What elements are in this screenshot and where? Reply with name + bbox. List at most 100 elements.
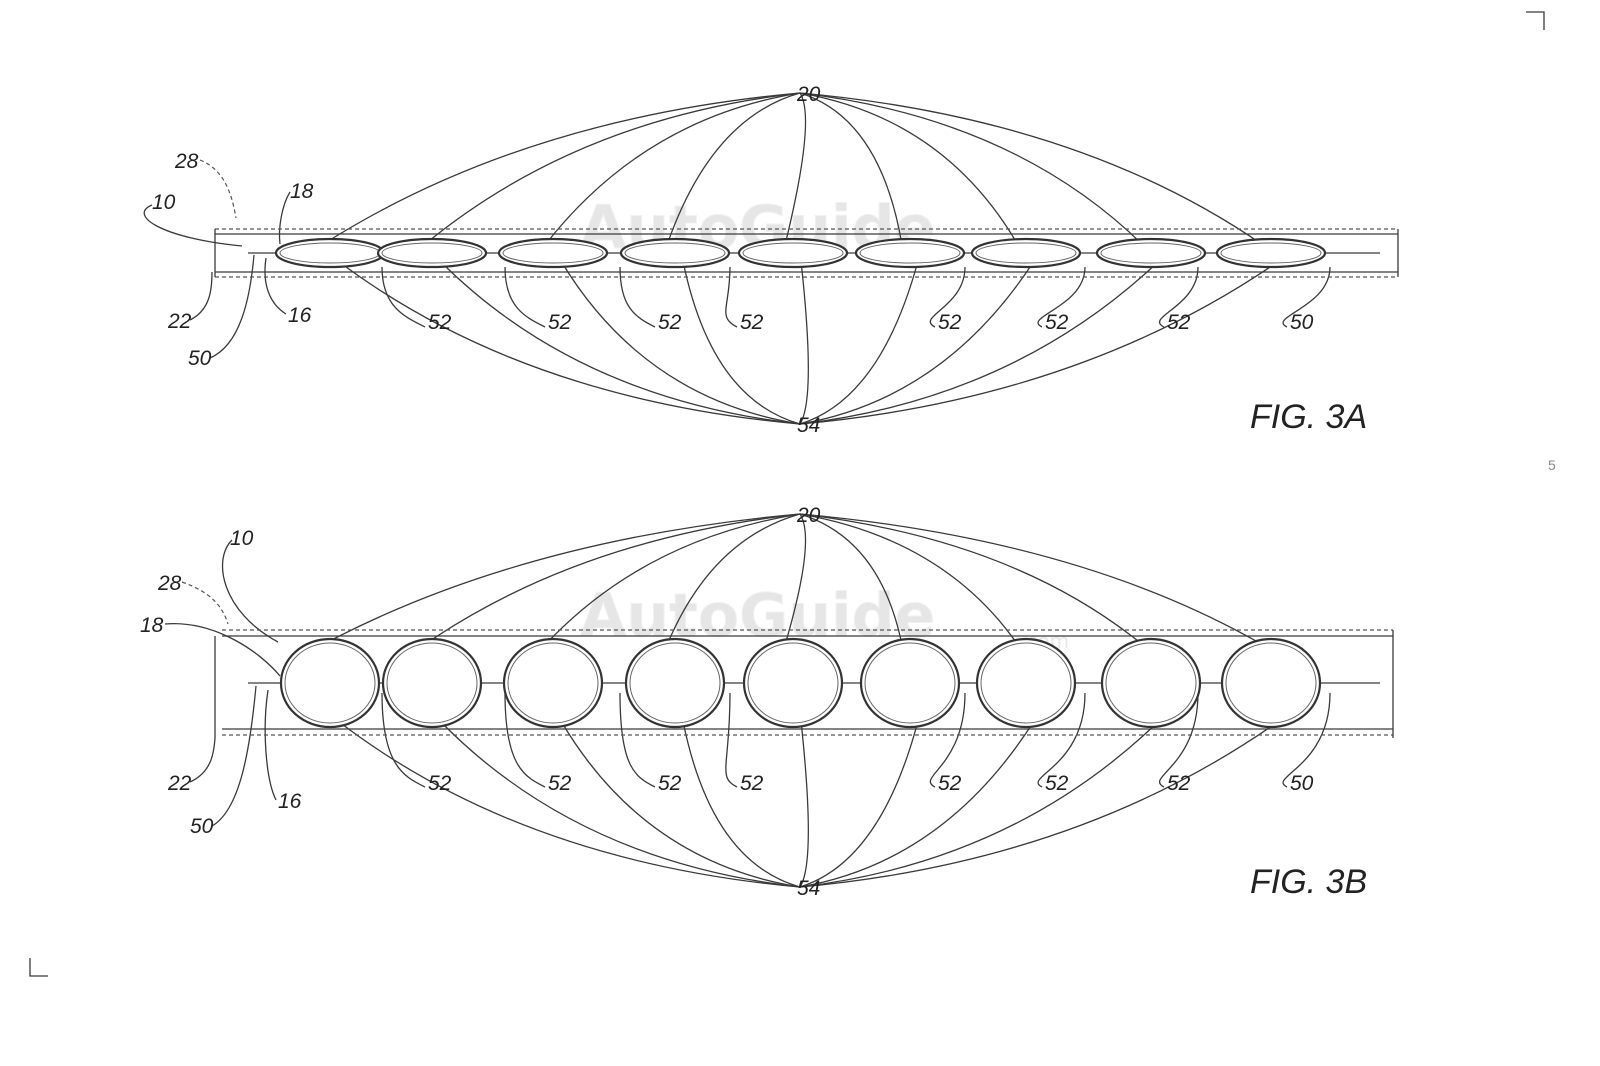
fig3a-ref-18: 18	[290, 180, 314, 203]
fig3b-ref-52: 52	[428, 772, 452, 795]
corner-mark-top-right	[1526, 11, 1545, 30]
fig3b-cell	[381, 637, 483, 729]
fig3b-cell-inner	[747, 642, 839, 724]
leader-18	[164, 623, 281, 677]
fig3a-layer-band	[214, 228, 1399, 278]
ref-leader	[1158, 692, 1199, 788]
ref-leader	[1037, 692, 1086, 788]
fig3a-ref-22: 22	[167, 310, 192, 333]
fig3a-flat-cells	[248, 237, 1380, 269]
figure-3a: 20 54 28 10 18 22 16 50 50 52 52 52 52 5…	[143, 83, 1399, 437]
leader-line-top	[799, 513, 1144, 646]
leader-line-top	[321, 92, 801, 246]
leader-16	[264, 689, 277, 801]
leader-line-top	[799, 513, 1264, 646]
leader-line-bottom	[682, 720, 801, 888]
fig3a-cell	[970, 237, 1082, 269]
fig3b-cell	[742, 637, 844, 729]
leader-22	[189, 271, 213, 321]
leader-line-top	[423, 513, 801, 646]
fig3a-cell-inner	[1100, 242, 1202, 264]
fig3b-leader-lines	[164, 513, 1331, 888]
fig3a-cell-inner	[742, 242, 844, 264]
fig3b-ref-10: 10	[230, 527, 254, 550]
leader-28	[181, 581, 229, 625]
fig3a-ref-54: 54	[797, 414, 820, 437]
fig3b-layer-band	[214, 629, 1394, 738]
leader-line-bottom	[799, 260, 1035, 425]
fig3b-cell-inner	[386, 642, 478, 724]
ref-leader	[381, 692, 426, 788]
fig3b-cell	[1220, 637, 1322, 729]
fig3a-cell-inner	[1220, 242, 1322, 264]
leader-line-top	[666, 513, 801, 646]
fig3b-cell	[859, 637, 961, 729]
leader-line-top	[544, 513, 801, 646]
leader-10	[143, 204, 243, 247]
leader-line-top	[784, 513, 807, 646]
leader-line-top	[799, 92, 1264, 246]
ref-leader	[504, 266, 546, 328]
leader-10	[221, 539, 279, 643]
ref-leader	[1037, 266, 1086, 328]
fig3b-caption: FIG. 3B	[1250, 863, 1367, 901]
leader-line-top	[544, 92, 801, 246]
fig3a-cell	[737, 237, 849, 269]
fig3b-ref-52: 52	[938, 772, 962, 795]
fig3b-ref-54: 54	[797, 877, 820, 900]
fig3b-cell	[279, 637, 381, 729]
fig3b-ref-52: 52	[548, 772, 572, 795]
fig3a-cell	[1215, 237, 1327, 269]
fig3b-ref-18: 18	[140, 614, 164, 637]
fig3a-ref-10: 10	[152, 191, 176, 214]
fig3a-ref-52: 52	[740, 311, 764, 334]
margin-mark: 5	[1548, 457, 1556, 473]
ref-leader	[1282, 692, 1331, 788]
fig3a-cell-inner	[624, 242, 726, 264]
fig3a-ref-52: 52	[1045, 311, 1069, 334]
fig3b-cell-inner	[284, 642, 376, 724]
fig3a-ref-52: 52	[548, 311, 572, 334]
leader-line-bottom	[799, 260, 919, 425]
fig3b-ref-52: 52	[1167, 772, 1191, 795]
fig3a-cell	[854, 237, 966, 269]
ref-leader	[725, 266, 738, 328]
fig3a-caption: FIG. 3A	[1250, 398, 1367, 436]
fig3a-cell	[497, 237, 609, 269]
fig3a-cell-inner	[502, 242, 604, 264]
leader-line-bottom	[560, 720, 801, 888]
fig3a-ref-16: 16	[288, 304, 312, 327]
fig3a-ref-52: 52	[428, 311, 452, 334]
fig3b-cell	[975, 637, 1077, 729]
fig3b-ref-50-left: 50	[190, 815, 214, 838]
leader-line-top	[784, 92, 807, 246]
leader-line-bottom	[799, 720, 1160, 888]
fig3b-cell-inner	[1105, 642, 1197, 724]
ref-leader	[1159, 266, 1199, 328]
ref-leader	[929, 692, 966, 788]
leader-50	[209, 254, 255, 359]
leader-line-top	[799, 513, 903, 646]
leader-line-bottom	[799, 720, 1280, 888]
fig3b-cell	[624, 637, 726, 729]
leader-28	[199, 159, 237, 219]
leader-line-bottom	[799, 260, 1160, 425]
fig3b-cell-inner	[980, 642, 1072, 724]
fig3b-ref-20: 20	[796, 504, 821, 527]
fig3a-ref-28: 28	[174, 150, 199, 173]
fig3a-cell	[376, 237, 488, 269]
fig3b-cell	[1100, 637, 1202, 729]
fig3b-cell-inner	[629, 642, 721, 724]
fig3b-cell	[502, 637, 604, 729]
leader-line-bottom	[799, 260, 809, 425]
fig3b-cell-inner	[507, 642, 599, 724]
fig3b-cell-inner	[1225, 642, 1317, 724]
fig3b-cell-inner	[864, 642, 956, 724]
fig3a-cell-inner	[975, 242, 1077, 264]
leader-line-bottom	[560, 260, 801, 425]
ref-leader	[381, 266, 426, 328]
leader-line-top	[666, 92, 801, 246]
fig3b-ref-52: 52	[740, 772, 764, 795]
leader-line-top	[799, 513, 1019, 646]
